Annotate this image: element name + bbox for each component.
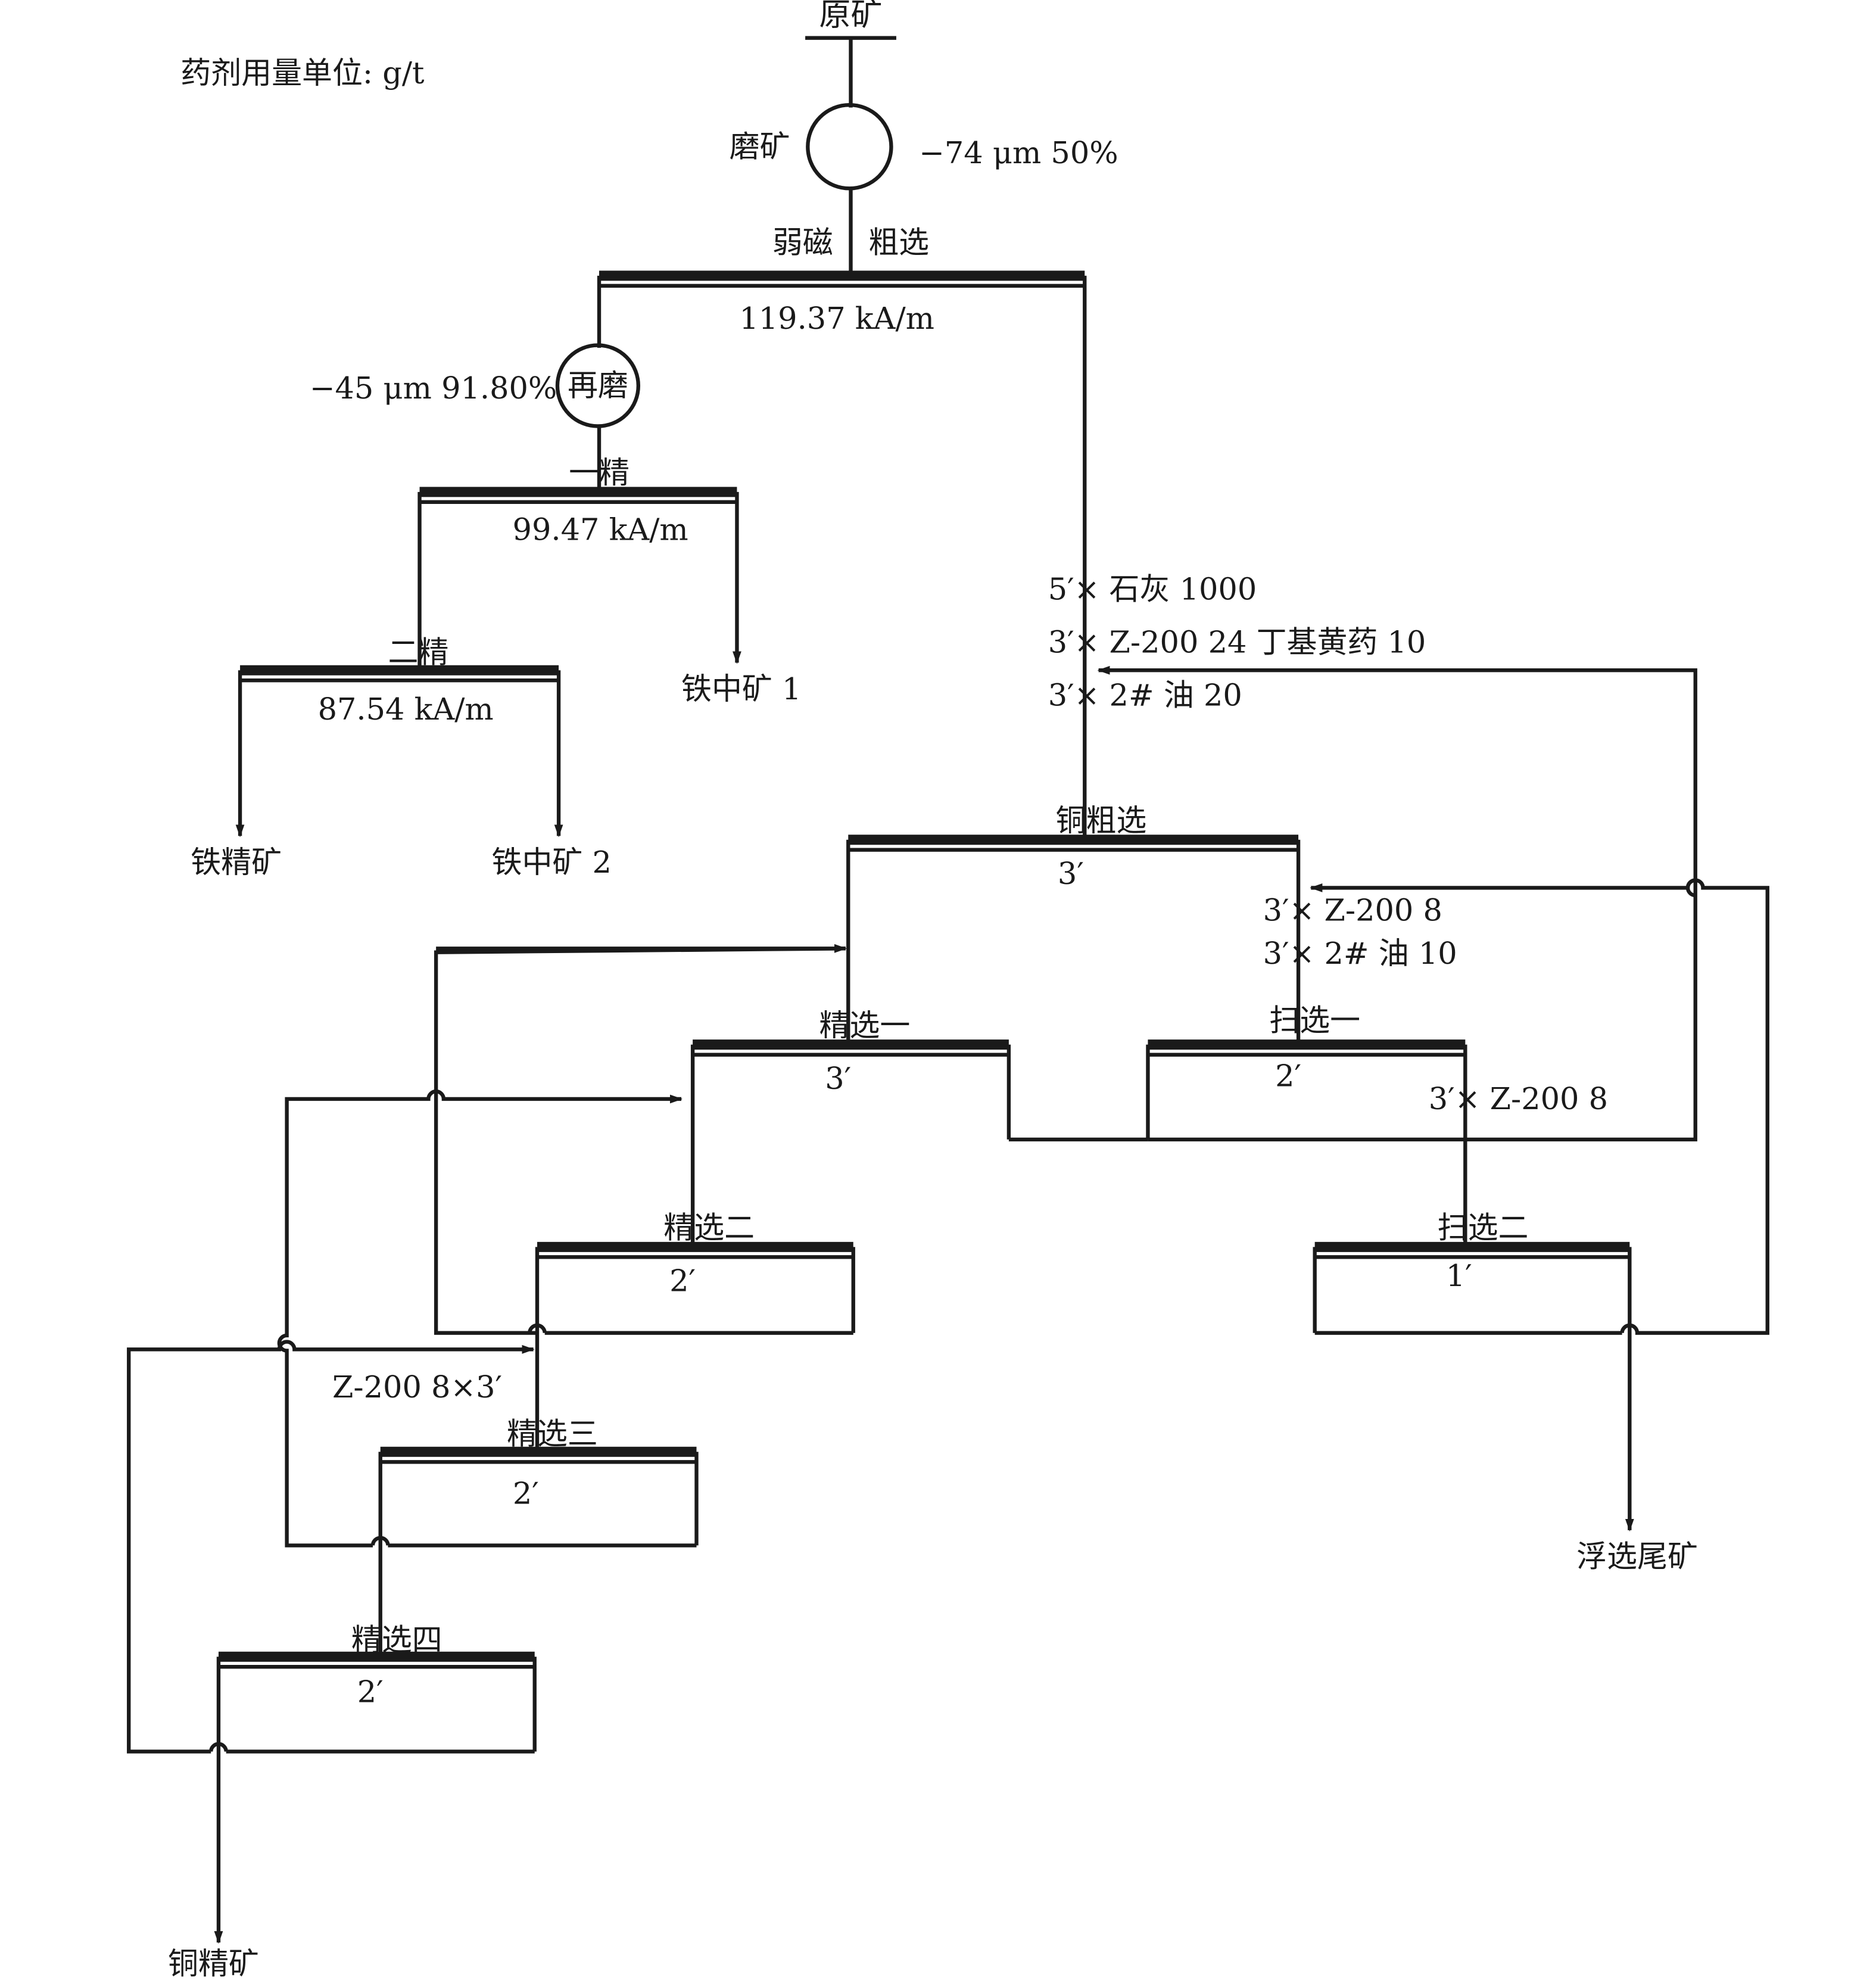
rougher-reagent-2: 3′× Z-200 24 丁基黄药 10: [1048, 625, 1426, 661]
scavenger2-time: 1′: [1446, 1259, 1472, 1294]
regrind-fineness: −45 μm 91.80%: [310, 371, 557, 406]
scavenger1-reagent-1: 3′× Z-200 8: [1263, 894, 1442, 929]
rougher-reagent-1: 5′× 石灰 1000: [1048, 572, 1257, 607]
iron-middling1-label: 铁中矿 1: [681, 672, 801, 707]
copper-rougher-time: 3′: [1058, 857, 1084, 892]
iron-concentrate-label: 铁精矿: [191, 845, 282, 880]
scavenger2-label: 扫选二: [1438, 1211, 1529, 1246]
cleaner1-time: 3′: [825, 1061, 851, 1097]
unit-note: 药剂用量单位: g/t: [180, 56, 425, 91]
grinding-fineness: −74 μm 50%: [919, 136, 1118, 171]
scavenger2-conc-return-path: [1310, 878, 1769, 1335]
scavenger1-label: 扫选一: [1269, 1003, 1360, 1038]
flotation-tailings-label: 浮选尾矿: [1576, 1540, 1698, 1575]
mag-cleaner2-field: 87.54 kA/m: [318, 692, 494, 727]
feed-label: 原矿: [819, 0, 882, 33]
cleaner2-tail-return-path: [434, 947, 846, 1335]
copper-concentrate-label: 铜精矿: [168, 1947, 259, 1982]
magnetic-rougher-label-right: 粗选: [868, 226, 929, 261]
cleaner4-time: 2′: [357, 1675, 384, 1710]
iron-middling2-label: 铁中矿 2: [492, 845, 612, 880]
grinding-mill-circle: [806, 103, 893, 191]
magnetic-rougher-label-left: 弱磁: [772, 226, 833, 261]
scavenger1-time: 2′: [1275, 1059, 1301, 1094]
mag-cleaner1-field: 99.47 kA/m: [513, 513, 688, 548]
rougher-reagent-3: 3′× 2# 油 20: [1048, 678, 1242, 714]
copper-rougher-label: 铜粗选: [1055, 804, 1146, 839]
scavenger1-reagent-2: 3′× 2# 油 10: [1263, 936, 1457, 972]
cleaner2-time: 2′: [669, 1264, 696, 1299]
cleaner1-label: 精选一: [819, 1008, 910, 1044]
grinding-label: 磨矿: [730, 129, 790, 164]
regrind-label: 再磨: [568, 369, 628, 404]
cleaner3-label: 精选三: [507, 1417, 598, 1452]
cleaner2-label: 精选二: [663, 1211, 755, 1246]
magnetic-rougher-field: 119.37 kA/m: [739, 301, 934, 337]
scavenger2-reagent: 3′× Z-200 8: [1429, 1082, 1608, 1117]
cleaner3-reagent: Z-200 8×3′: [332, 1370, 502, 1405]
cleaner3-tail-return-path: [277, 1091, 681, 1548]
cleaner3-time: 2′: [513, 1476, 539, 1511]
